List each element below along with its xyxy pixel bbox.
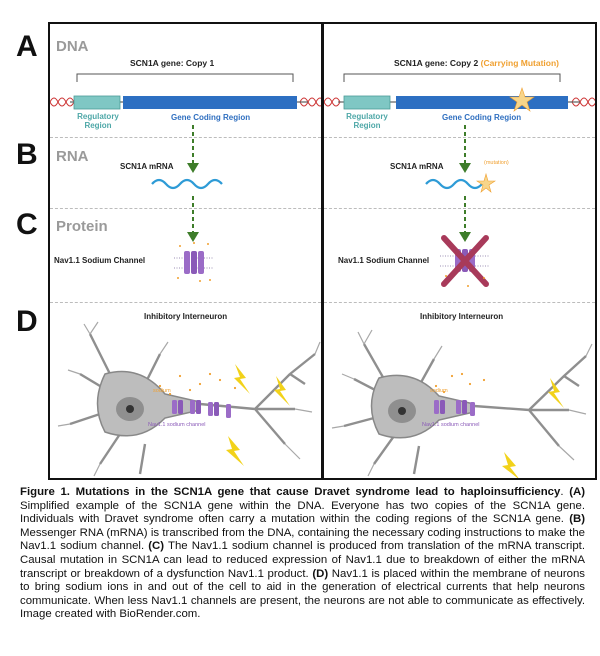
membrane-channels [172, 400, 231, 418]
coding-region-box [123, 96, 297, 109]
lightning-bolt-3 [226, 436, 244, 466]
lightning-bolt-1 [234, 364, 250, 394]
caption-tag-a: (A) [569, 486, 585, 498]
gene-bracket [76, 73, 294, 82]
regulatory-region-label: Regulatory Region [346, 112, 388, 130]
gene-title: SCN1A gene: Copy 1 [130, 58, 215, 68]
caption-text-b: Messenger RNA (mRNA) is transcribed from… [20, 526, 585, 553]
regulatory-region-box [343, 95, 391, 110]
sodium-label: sodium [153, 388, 171, 394]
separator-dna-rna [50, 137, 321, 138]
mutation-tag: (mutation) [484, 160, 509, 166]
coding-region-box [396, 96, 568, 109]
sodium-label: sodium [430, 388, 448, 394]
dna-strand [324, 87, 595, 112]
dna-strand [50, 95, 321, 110]
lightning-bolt-1 [548, 378, 564, 408]
regulatory-region-box [73, 95, 121, 110]
gene-title-text: SCN1A gene: Copy 2 [394, 58, 479, 68]
channel-label: Nav1.1 Sodium Channel [338, 256, 430, 265]
neuron-title: Inhibitory Interneuron [144, 312, 228, 321]
caption-tag-b: (B) [569, 513, 585, 526]
panel-letter-c: C [16, 208, 38, 241]
crossed-channel-icon [440, 235, 490, 287]
arrow-dna-to-rna [459, 125, 471, 173]
separator-rna-protein [50, 208, 321, 209]
lightning-bolt-2 [274, 376, 290, 406]
caption-tag-c: (C) [148, 540, 165, 553]
neuron-title: Inhibitory Interneuron [420, 312, 504, 321]
coding-region-label: Gene Coding Region [442, 113, 522, 122]
lightning-bolt-2 [502, 452, 519, 478]
channel-small-label: Nav1.1 sodium channel [148, 422, 206, 428]
separator-rna-protein [324, 208, 595, 209]
mutation-star-icon [509, 87, 535, 112]
mrna-label: SCN1A mRNA [120, 162, 174, 171]
row-label-rna: RNA [56, 148, 89, 165]
left-panel-copy-1: DNA SCN1A gene: Copy 1 Regulatory Region… [48, 22, 323, 480]
gene-title: SCN1A gene: Copy 2 (Carrying Mutation) [394, 58, 559, 68]
mrna-wave [151, 178, 223, 190]
separator-protein-neuron [50, 302, 321, 303]
panel-letter-a: A [16, 30, 38, 63]
gene-bracket [343, 73, 561, 82]
separator-protein-neuron [324, 302, 595, 303]
figure-caption: Figure 1. Mutations in the SCN1A gene th… [20, 486, 586, 621]
sodium-channel-icon [174, 242, 214, 282]
panel-letter-d: D [16, 305, 38, 338]
mrna-label: SCN1A mRNA [390, 162, 444, 171]
neuron-illustration [331, 329, 593, 478]
arrow-dna-to-rna [187, 125, 199, 173]
mrna-wave [425, 172, 496, 193]
right-panel-copy-2: SCN1A gene: Copy 2 (Carrying Mutation) R… [322, 22, 597, 480]
caption-title: Figure 1. Mutations in the SCN1A gene th… [20, 486, 561, 498]
row-label-dna: DNA [56, 38, 89, 55]
caption-text-d: Nav1.1 is placed within the membrane of … [20, 567, 586, 621]
separator-dna-rna [324, 137, 595, 138]
panel-letter-b: B [16, 138, 38, 171]
coding-region-label: Gene Coding Region [171, 113, 251, 122]
regulatory-region-label: Regulatory Region [77, 112, 119, 130]
row-label-protein: Protein [56, 218, 108, 235]
neuron-soma [96, 370, 201, 437]
caption-text-c: The Nav1.1 sodium channel is produced fr… [20, 540, 585, 580]
arrow-rna-to-protein [187, 196, 199, 242]
channel-small-label: Nav1.1 sodium channel [422, 422, 480, 428]
mutation-star-icon [476, 172, 496, 193]
membrane-channels [434, 400, 475, 416]
caption-tag-d: (D) [312, 567, 329, 580]
mutation-note: (Carrying Mutation) [480, 58, 559, 68]
channel-label: Nav1.1 Sodium Channel [54, 256, 146, 265]
arrow-rna-to-protein [459, 196, 471, 242]
caption-text-a: Simplified example of the SCN1A gene wit… [20, 499, 585, 526]
neuron-illustration [57, 321, 321, 477]
